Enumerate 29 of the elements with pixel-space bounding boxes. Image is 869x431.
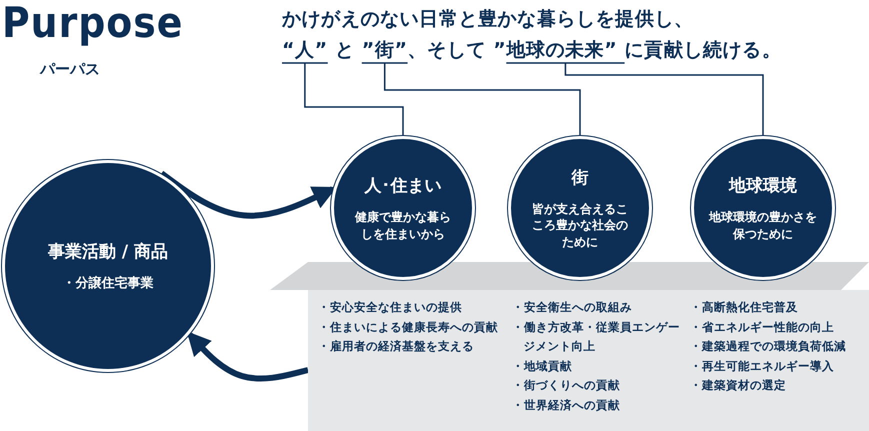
leader-line [361,62,581,137]
circle-heading: 街 [572,167,588,190]
bullet-item: ・安全衛生への取組み [512,299,633,316]
bullet-item: ・世界経済への貢献 [512,396,621,414]
bullet-item: ・雇用者の経済基盤を支える [318,338,475,356]
bullet-item: ・住まいによる健康長寿への貢献 [318,318,498,336]
curved-arrow [186,331,309,382]
leader-line [281,62,404,137]
bullet-item: ・地域貢献 [512,358,573,375]
bullet-item: ・再生可能エネルギー導入 [690,358,835,375]
circle-description: 皆が支え合えるこころ豊かな社会のために [532,201,628,250]
bullet-item: ・建築過程での環境負荷低減 [690,338,847,356]
circle-heading: 人･住まい [364,175,442,198]
circle-description: 地球環境の豊かさを保つために [708,209,818,242]
leader-line [506,62,764,137]
circle-description: 健康で豊かな暮らしを住まいから [355,209,451,242]
subtitle: パーパス [40,60,100,79]
purpose-statement-line: “人” と ”街”、そして ”地球の未来” に貢献し続ける。 [282,38,782,63]
bullet-item: ・建築資材の選定 [690,377,787,394]
circle-description: ・分譲住宅事業 [62,274,154,292]
circle-heading: 事業活動 / 商品 [48,240,168,263]
bullet-item: ・高断熱化住宅普及 [690,299,799,316]
bullet-item: ・働き方改革・従業員エンゲージメント向上 [512,318,681,356]
circle-heading: 地球環境 [729,175,797,198]
bullet-item: ・省エネルギー性能の向上 [690,318,835,336]
bullet-item: ・安心安全な住まいの提供 [318,299,463,316]
purpose-statement-line: かけがえのない日常と豊かな暮らしを提供し、 [282,7,694,32]
bullet-item: ・街づくりへの貢献 [512,377,621,394]
title: Purpose [2,0,184,47]
